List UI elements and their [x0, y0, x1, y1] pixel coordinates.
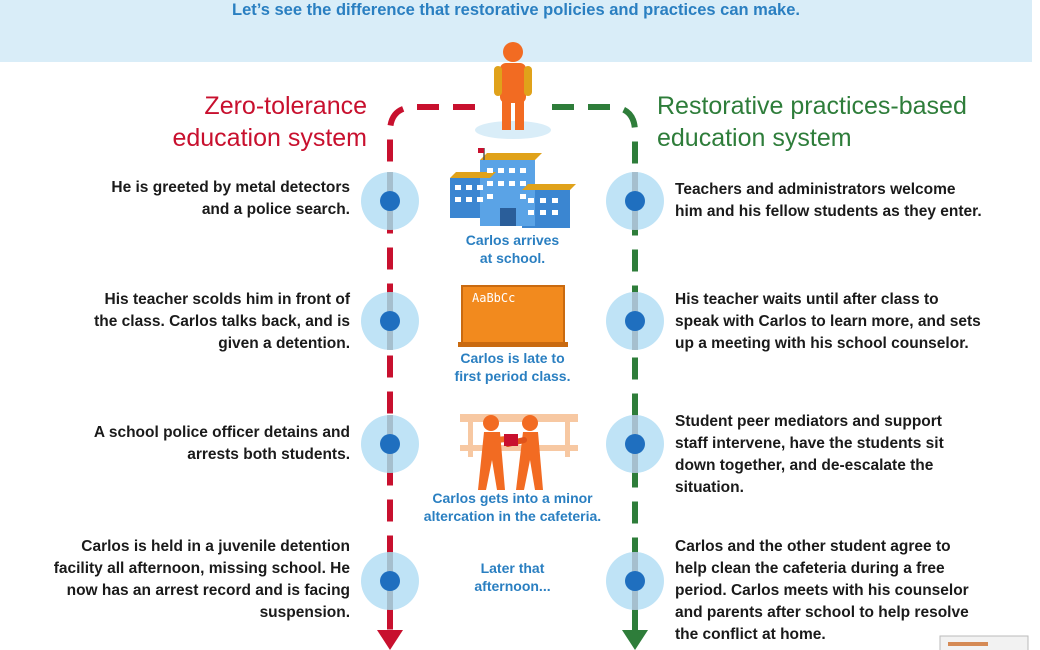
caption-later: Later that afternoon...	[474, 560, 551, 594]
caption-altercation: Carlos gets into a minor altercation in …	[423, 490, 602, 524]
right-step-2: His teacher waits until after class to s…	[675, 291, 981, 352]
left-marker-4	[361, 552, 419, 610]
right-heading-line2: education system	[657, 124, 852, 152]
right-step-4: Carlos and the other student agree to he…	[675, 538, 969, 643]
right-heading: Restorative practices-based education sy…	[657, 90, 1017, 154]
chalkboard-icon	[458, 285, 568, 347]
right-path	[552, 104, 638, 635]
right-marker-4	[606, 552, 664, 610]
student-figure-icon	[475, 42, 551, 139]
right-step-3: Student peer mediators and support staff…	[675, 413, 944, 496]
caption-late: Carlos is late to first period class.	[454, 350, 571, 384]
left-step-2: His teacher scolds him in front of the c…	[94, 291, 350, 352]
left-marker-3	[361, 415, 419, 473]
left-step-1: He is greeted by metal detectors and a p…	[111, 179, 350, 218]
cafeteria-altercation-icon	[460, 414, 578, 490]
school-building-icon	[450, 148, 576, 228]
left-path	[387, 104, 475, 635]
chalkboard-text: AaBbCc	[472, 291, 516, 305]
left-marker-1	[361, 172, 419, 230]
left-marker-2	[361, 292, 419, 350]
banner-text: Let’s see the difference that restorativ…	[232, 1, 800, 19]
right-arrow-head	[622, 630, 648, 650]
left-step-4: Carlos is held in a juvenile detention f…	[53, 538, 350, 621]
right-step-1: Teachers and administrators welcome him …	[675, 181, 982, 220]
left-heading-line1: Zero-tolerance	[204, 92, 367, 120]
left-heading: Zero-tolerance education system	[107, 90, 367, 154]
left-heading-line2: education system	[172, 124, 367, 152]
page-thumbnail-icon	[939, 635, 1029, 650]
right-marker-2	[606, 292, 664, 350]
right-marker-3	[606, 415, 664, 473]
left-arrow-head	[377, 630, 403, 650]
right-heading-line1: Restorative practices-based	[657, 92, 967, 120]
right-marker-1	[606, 172, 664, 230]
caption-arrives: Carlos arrives at school.	[465, 232, 560, 266]
left-step-3: A school police officer detains and arre…	[93, 424, 350, 463]
